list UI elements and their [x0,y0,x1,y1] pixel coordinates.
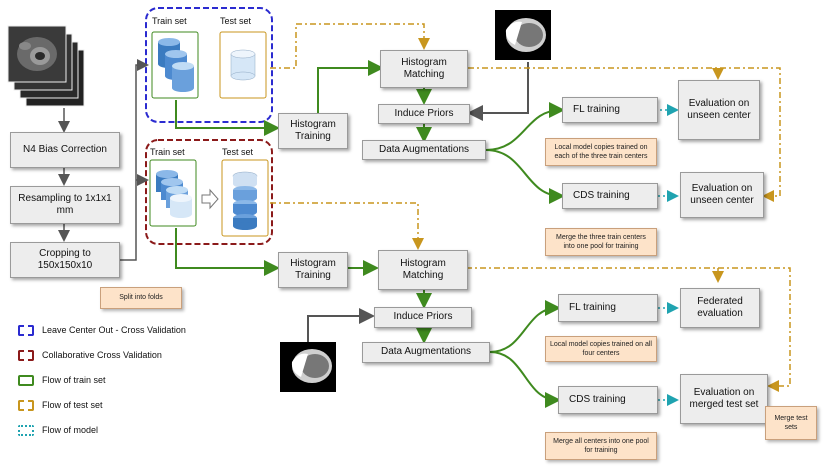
train-set-cylinders-top [158,38,194,92]
bottom-train-set-label: Train set [150,147,185,157]
cropping-box: Cropping to 150x150x10 [10,242,120,278]
bottom-histogram-matching-box: Histogram Matching [378,250,468,290]
top-eval-fl-box: Evaluation on unseen center [678,80,760,140]
resampling-box: Resampling to 1x1x1 mm [10,186,120,224]
legend-label-train: Flow of train set [42,375,106,385]
top-train-set-label: Train set [152,16,187,26]
bottom-cds-training-box: CDS training [558,386,658,414]
top-fl-training-box: FL training [562,97,658,123]
legend-label-ccv: Collaborative Cross Validation [42,350,162,360]
legend-label-model: Flow of model [42,425,99,435]
bottom-cds-note: Merge all centers into one pool for trai… [545,432,657,460]
bottom-eval-cds-box: Evaluation on merged test set [680,374,768,424]
legend-label-lco: Leave Center Out - Cross Validation [42,325,186,335]
split-folds-note: Split into folds [100,287,182,309]
n4-bias-correction-box: N4 Bias Correction [10,132,120,168]
bottom-histogram-training-box: Histogram Training [278,252,348,288]
legend-label-test: Flow of test set [42,400,103,410]
test-set-cylinder-top [230,49,256,81]
top-histogram-matching-box: Histogram Matching [380,50,468,88]
bottom-eval-fl-box: Federated evaluation [680,288,760,328]
mri-stack-image [7,25,85,107]
top-histogram-training-box: Histogram Training [278,113,348,149]
bottom-data-augmentations-box: Data Augmentations [362,342,490,363]
segmentation-mask-top [495,10,551,60]
top-cds-note: Merge the three train centers into one p… [545,228,657,256]
bottom-test-set-label: Test set [222,147,254,157]
legend-swatch-model [18,425,34,436]
segmentation-mask-bottom [280,342,336,392]
bottom-fl-training-box: FL training [558,294,658,322]
train-set-cylinders-bottom [156,170,192,218]
top-data-augmentations-box: Data Augmentations [362,140,486,160]
legend-swatch-test [18,400,34,411]
top-test-set-label: Test set [220,16,252,26]
legend-swatch-ccv [18,350,34,361]
bottom-fl-note: Local model copies trained on all four c… [545,336,657,362]
ccv-group-border [145,139,273,245]
merge-test-sets-note: Merge test sets [765,406,817,440]
split-arrow-icon [201,188,219,210]
top-eval-cds-box: Evaluation on unseen center [680,172,764,218]
top-cds-training-box: CDS training [562,183,658,209]
legend-swatch-train [18,375,34,386]
top-induce-priors-box: Induce Priors [378,104,470,124]
top-fl-note: Local model copies trained on each of th… [545,138,657,166]
test-set-cylinders-bottom [232,171,258,230]
legend-swatch-lco [18,325,34,336]
bottom-induce-priors-box: Induce Priors [374,307,472,328]
lco-group-border [145,7,273,123]
